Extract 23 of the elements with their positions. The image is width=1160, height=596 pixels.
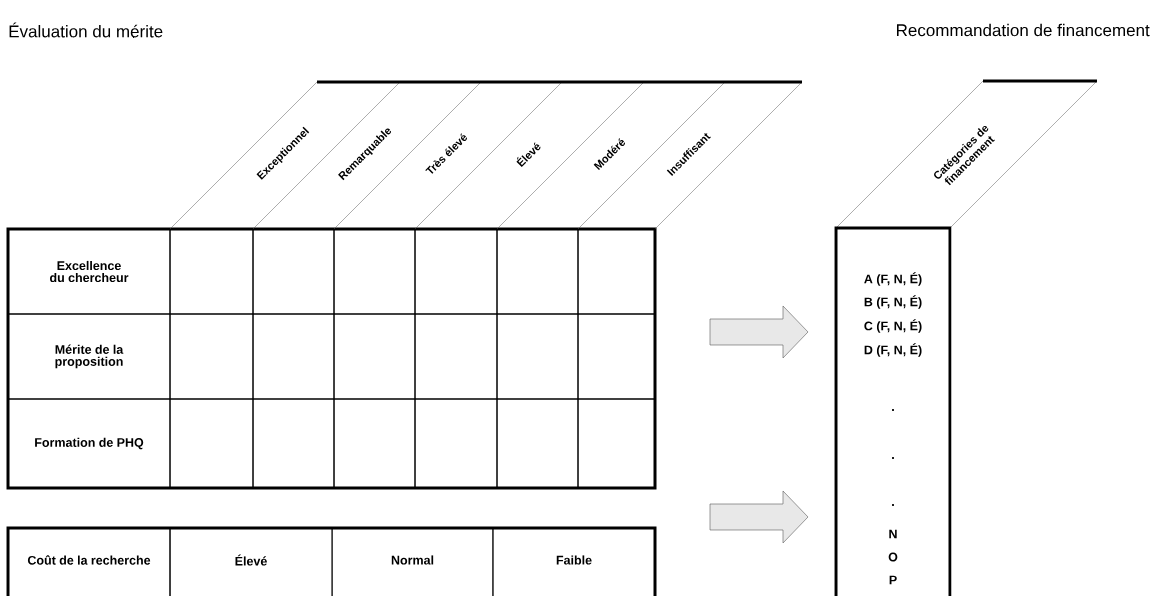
row-header: Mérite de la proposition xyxy=(55,344,124,369)
cost-table xyxy=(6,526,657,596)
category-label: D (F, N, É) xyxy=(864,343,922,357)
category-label: A (F, N, É) xyxy=(864,272,922,286)
cost-level: Faible xyxy=(556,555,592,565)
row-header: Excellence du chercheur xyxy=(50,260,129,283)
row-header: Formation de PHQ xyxy=(35,437,144,450)
category-label: O xyxy=(888,552,898,562)
page-title: Recommandation de financement xyxy=(897,23,1150,37)
category-label: . xyxy=(892,457,894,459)
category-label: B (F, N, É) xyxy=(864,295,922,309)
cost-level: Normal xyxy=(391,555,434,565)
page-title: Évaluation du mérite xyxy=(9,22,163,38)
cost-level: Élevé xyxy=(235,554,267,566)
block-arrow xyxy=(709,305,809,359)
category-label: C (F, N, É) xyxy=(864,319,922,333)
category-label: N xyxy=(889,529,897,539)
block-arrow xyxy=(709,490,809,544)
category-label: P xyxy=(889,575,897,585)
row-header: Coût de la recherche xyxy=(27,555,151,565)
rating-table xyxy=(6,227,657,490)
category-label: . xyxy=(892,409,894,411)
category-label: . xyxy=(892,504,894,506)
